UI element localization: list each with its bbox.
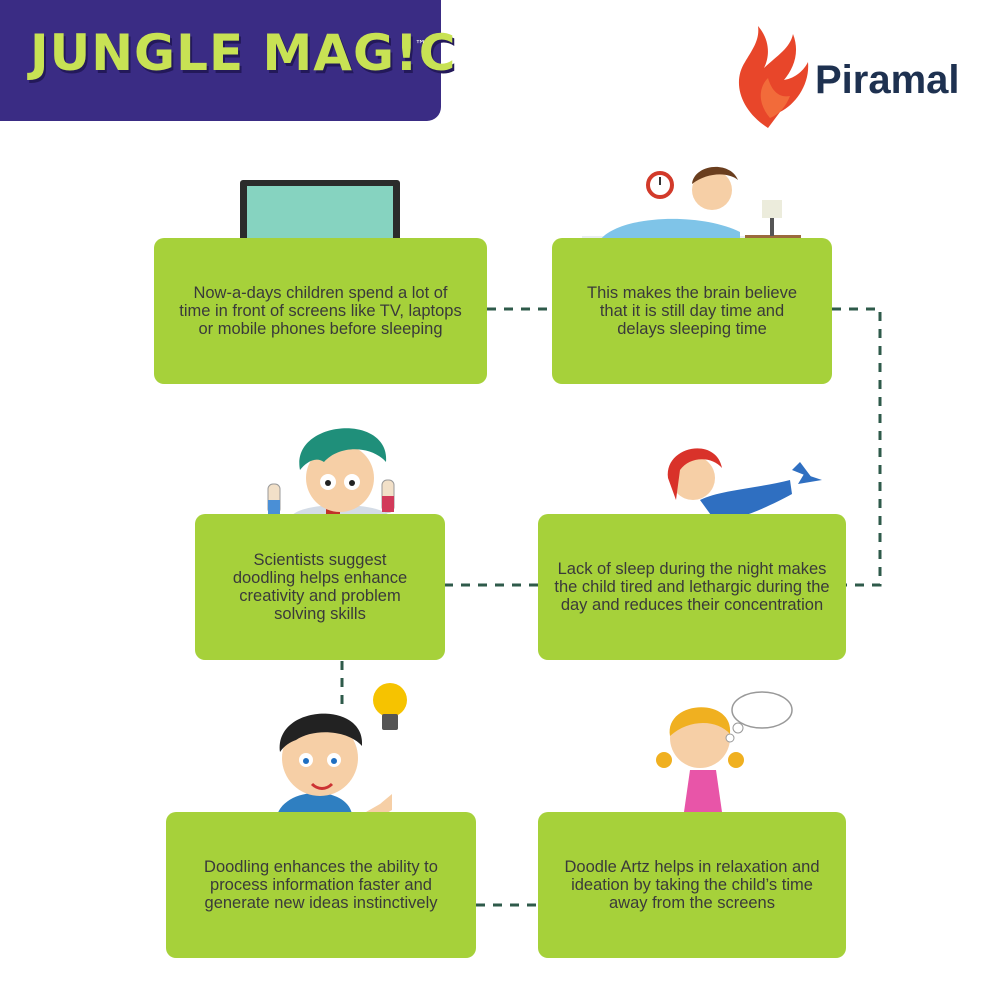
step-text: Now-a-days children spend a lot of time …	[179, 284, 462, 338]
step-text: Doodling enhances the ability to process…	[204, 858, 438, 912]
step-card-brain-daytime: This makes the brain believe that it is …	[552, 238, 832, 384]
jungle-magic-logo: JUNGLE MAG!C ™	[0, 0, 456, 121]
lightbulb-icon	[373, 683, 407, 730]
piramal-brand-name: Piramal	[815, 58, 960, 102]
step-text: Doodle Artz helps in relaxation and idea…	[564, 858, 820, 912]
girl-thinking-icon	[656, 691, 793, 852]
step-text: Lack of sleep during the night makes the…	[554, 560, 830, 614]
connector-2-3	[832, 307, 882, 587]
logo-text: JUNGLE MAG!C	[30, 24, 457, 82]
step-text: This makes the brain believe that it is …	[586, 284, 798, 338]
step-card-doodle-artz: Doodle Artz helps in relaxation and idea…	[538, 812, 846, 958]
flow-connectors	[340, 307, 882, 907]
step-card-lack-of-sleep: Lack of sleep during the night makes the…	[538, 514, 846, 660]
step-card-screens: Now-a-days children spend a lot of time …	[154, 238, 487, 384]
step-text: Scientists suggest doodling helps enhanc…	[232, 551, 408, 623]
step-card-scientists: Scientists suggest doodling helps enhanc…	[195, 514, 445, 660]
piramal-logo-icon	[738, 26, 809, 128]
trademark-symbol: ™	[415, 38, 426, 51]
step-card-doodling-ability: Doodling enhances the ability to process…	[166, 812, 476, 958]
